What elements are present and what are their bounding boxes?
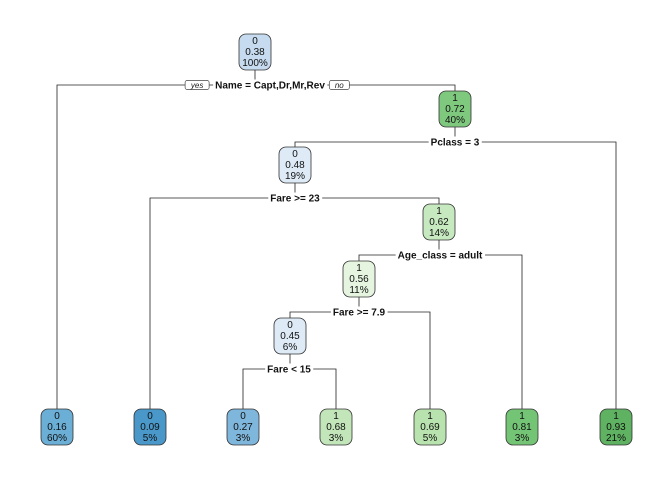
node-percentage: 100% (242, 58, 268, 69)
split-s_fare23: Fare >= 23 (268, 192, 323, 206)
split-label-background (330, 306, 388, 320)
split-label: Age_class = adult (398, 251, 483, 262)
edge-s_fare79-branches (289, 311, 431, 409)
yes-tag-box (184, 80, 210, 90)
node-probability: 0.62 (429, 217, 449, 228)
edge-s_age-branches (358, 254, 523, 409)
node-probability: 0.27 (233, 422, 253, 433)
node-percentage: 3% (236, 433, 251, 444)
split-label-background (395, 249, 486, 263)
node-class-label: 0 (292, 149, 298, 160)
split-label: Fare >= 7.9 (333, 308, 386, 319)
node-percentage: 40% (445, 115, 465, 126)
tree-node-n_fare79_left: 00.456% (273, 317, 307, 355)
edge-s_name-branches (56, 84, 456, 409)
node-box (342, 260, 376, 298)
split-label: Name = Capt,Dr,Mr,Rev (215, 81, 325, 92)
node-percentage: 6% (283, 342, 298, 353)
node-percentage: 5% (423, 433, 438, 444)
leaf-node-leaf2: 00.095% (133, 408, 167, 446)
node-box (319, 408, 353, 446)
split-s_fare79: Fare >= 7.9 (330, 306, 388, 320)
node-box (599, 408, 633, 446)
split-label: Fare >= 23 (270, 194, 320, 205)
node-probability: 0.45 (280, 331, 300, 342)
split-s_pclass: Pclass = 3 (428, 136, 482, 150)
node-class-label: 1 (436, 206, 442, 217)
node-percentage: 60% (47, 433, 67, 444)
node-class-label: 1 (613, 411, 619, 422)
split-label-background (428, 136, 482, 150)
node-class-label: 1 (333, 411, 339, 422)
node-probability: 0.09 (140, 422, 160, 433)
split-label: Fare < 15 (267, 365, 311, 376)
node-class-label: 0 (54, 411, 60, 422)
node-probability: 0.72 (445, 104, 465, 115)
leaf-node-leaf3: 00.273% (226, 408, 260, 446)
split-s_name: Name = Capt,Dr,Mr,Rev yes no (184, 79, 350, 93)
split-label-background (213, 79, 328, 93)
node-box (40, 408, 74, 446)
node-box (438, 90, 472, 128)
node-probability: 0.16 (47, 422, 67, 433)
node-class-label: 1 (427, 411, 433, 422)
node-box (413, 408, 447, 446)
node-probability: 0.48 (285, 160, 305, 171)
node-percentage: 21% (606, 433, 626, 444)
node-box (226, 408, 260, 446)
node-percentage: 19% (285, 171, 305, 182)
node-probability: 0.38 (245, 47, 265, 58)
node-box (505, 408, 539, 446)
split-label-background (265, 363, 314, 377)
node-probability: 0.93 (606, 422, 626, 433)
yes-tag-label: yes (190, 81, 203, 90)
yes-tag: yes (184, 80, 210, 90)
leaf-node-leaf5: 10.695% (413, 408, 447, 446)
leaf-node-leaf6: 10.813% (505, 408, 539, 446)
node-probability: 0.68 (326, 422, 346, 433)
node-class-label: 0 (147, 411, 153, 422)
split-s_fare15: Fare < 15 (265, 363, 314, 377)
no-tag: no (328, 80, 350, 90)
node-percentage: 3% (515, 433, 530, 444)
split-label-background (268, 192, 323, 206)
node-probability: 0.69 (420, 422, 440, 433)
node-box (238, 33, 272, 71)
split-label: Pclass = 3 (431, 138, 480, 149)
node-box (278, 146, 312, 184)
edge-s_fare23-branches (149, 197, 440, 409)
node-percentage: 14% (429, 228, 449, 239)
node-box (273, 317, 307, 355)
node-percentage: 5% (143, 433, 158, 444)
leaf-node-leaf4: 10.683% (319, 408, 353, 446)
node-box (422, 203, 456, 241)
node-class-label: 0 (287, 320, 293, 331)
tree-nodes: 00.38100%10.7240%00.4819%10.6214%10.5611… (40, 33, 633, 446)
node-probability: 0.56 (349, 274, 369, 285)
node-probability: 0.81 (512, 422, 532, 433)
tree-edges (56, 70, 617, 409)
node-box (133, 408, 167, 446)
no-tag-box (328, 80, 350, 90)
node-percentage: 3% (329, 433, 344, 444)
node-class-label: 1 (519, 411, 525, 422)
no-tag-label: no (335, 81, 344, 90)
node-class-label: 0 (252, 36, 258, 47)
split-s_age: Age_class = adult (395, 249, 486, 263)
node-percentage: 11% (349, 285, 368, 296)
node-class-label: 1 (356, 263, 362, 274)
node-class-label: 0 (240, 411, 246, 422)
node-class-label: 1 (452, 93, 458, 104)
